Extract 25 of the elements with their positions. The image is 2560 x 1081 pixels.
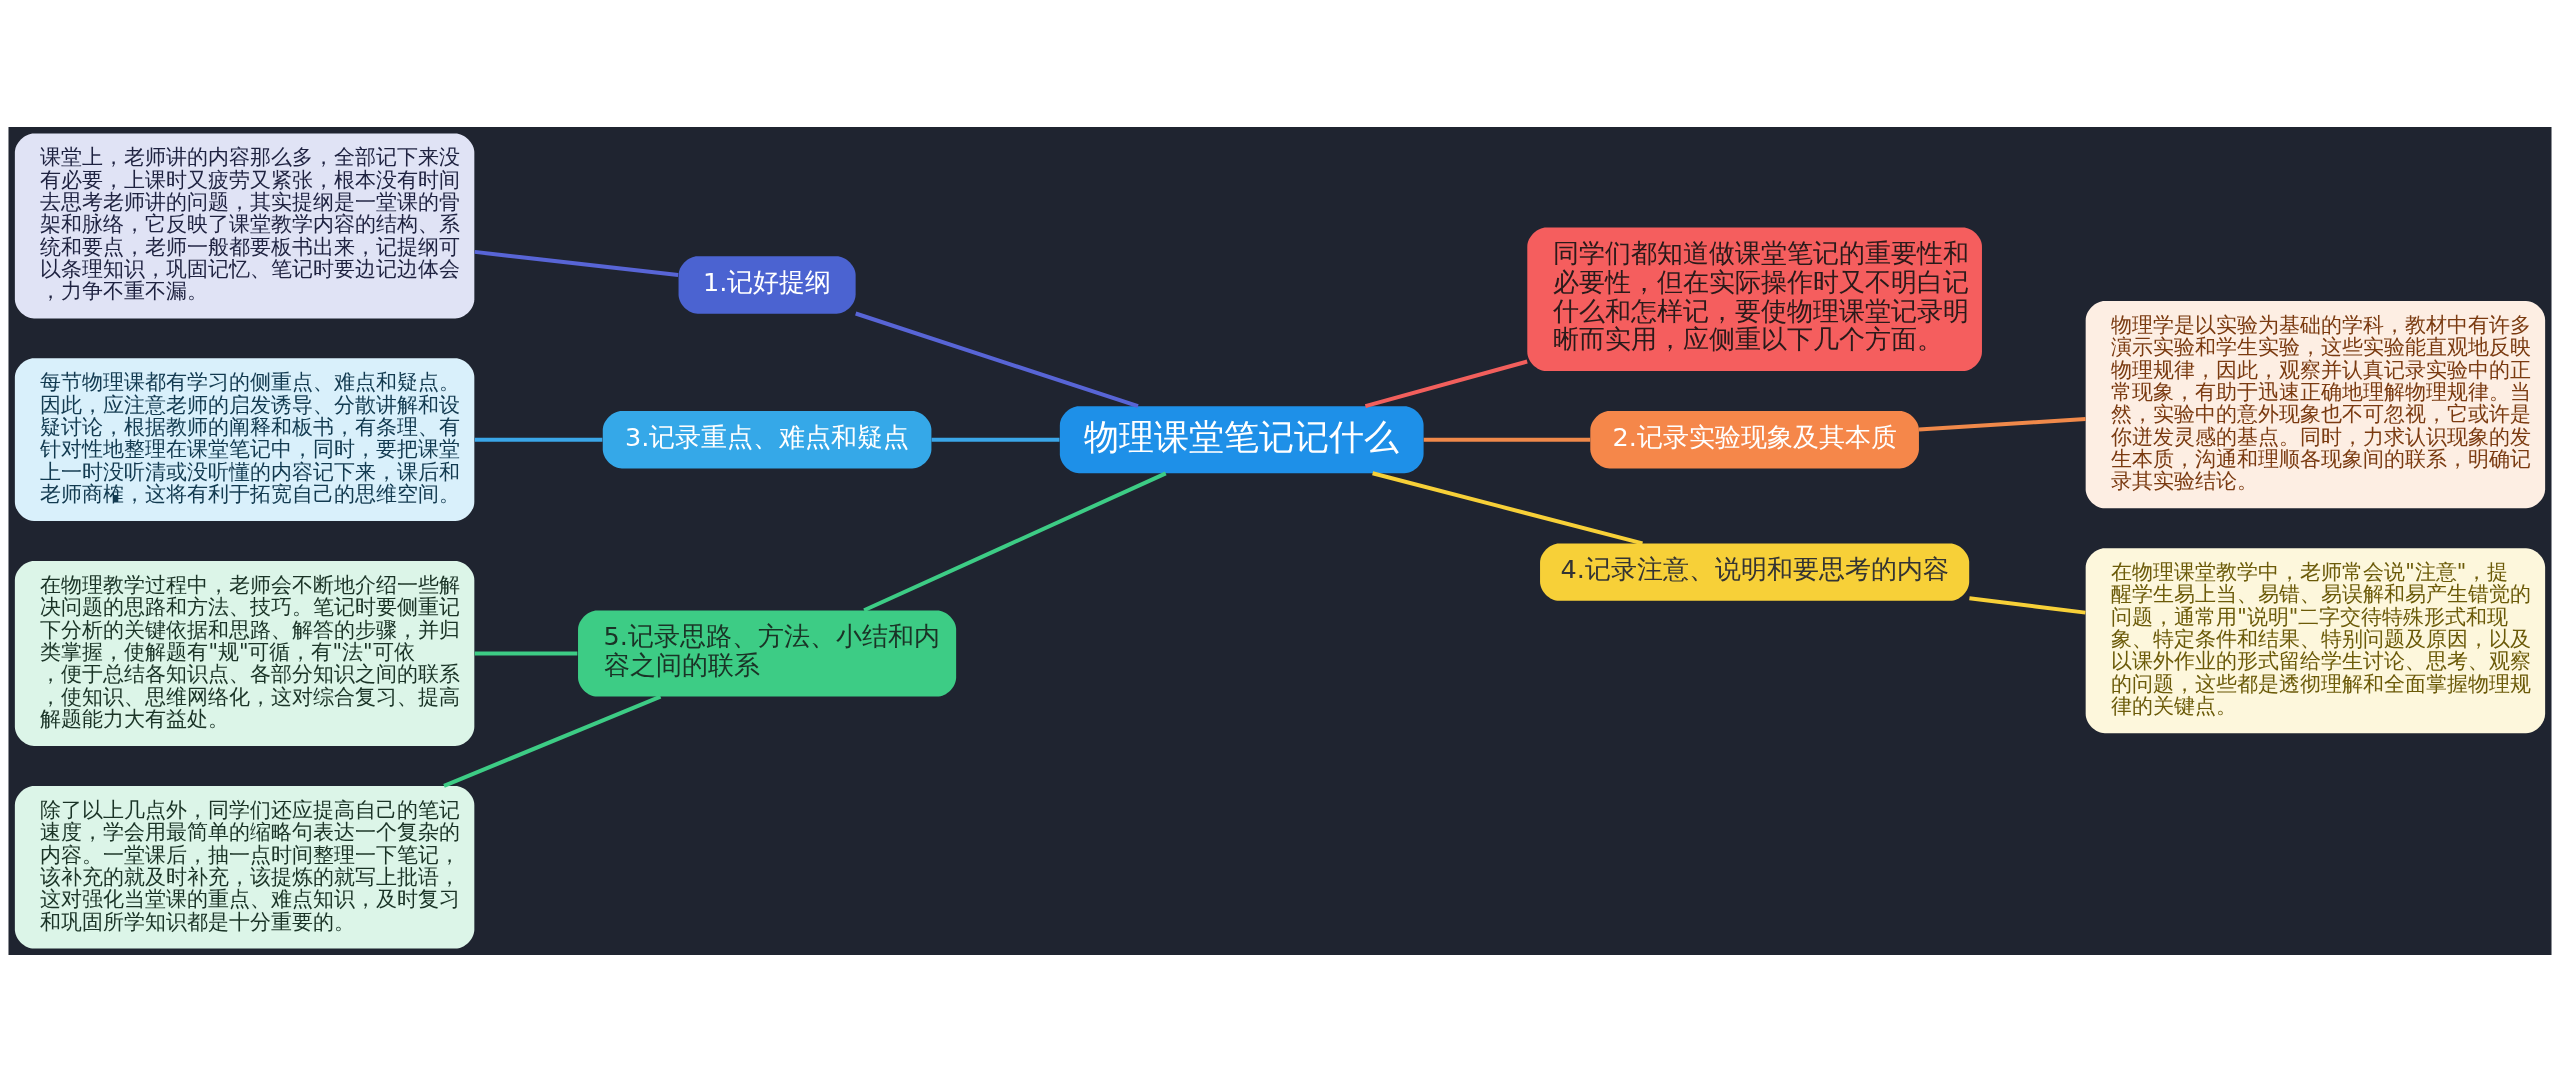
connector: [443, 694, 662, 788]
node-box: 2.记录实验现象及其本质: [1590, 410, 1919, 468]
node-box: 物理学是以实验为基础的学科，教材中有许多演示实验和学生实验，这些实验能直观地反映物理规律，因此，观察并认真记录实验中的正常现象，有助于迅速正确地理解物理规律。当然，实验中的意外现象也不可忽视，它或许是你迸发灵感的基点。同时，力求认识现象的发生本质，沟通和理顺各现象间的联系，明确记录其实验结论。: [2085, 300, 2546, 508]
connector: [863, 471, 1167, 612]
node-box: 除了以上几点外，同学们还应提高自己的笔记速度，学会用最简单的缩略句表达一个复杂的内容。一堂课后，抽一点时间整理一下笔记，该补充的就及时补充，该提炼的就写上批语，这对强化当堂课的重点、难点知识，及时复习和巩固所学知识都是十分重要的。: [14, 785, 475, 949]
connector: [1423, 437, 1591, 442]
connector: [474, 249, 679, 277]
connector: [855, 311, 1139, 408]
connector: [474, 437, 603, 442]
node-box: 每节物理课都有学习的侧重点、难点和疑点。因此，应注意老师的启发诱导、分散讲解和设疑讨论，根据教师的阐释和板书，有条理、有针对性地整理在课堂笔记中，同时，要把课堂上一时没听清或没听懂的内容记下来，课后和老师商榷，这将有利于拓宽自己的思维空间。: [14, 357, 475, 521]
node-box: 在物理教学过程中，老师会不断地介绍一些解决问题的思路和方法、技巧。笔记时要侧重记下分析的关键依据和思路、解答的步骤，并归类掌握，使解题有"规"可循，有"法"可依，便于总结各知识点、各部分知识之间的联系，使知识、思维网络化，这对综合复习、提高解题能力大有益处。: [14, 560, 475, 746]
node-box: 4.记录注意、说明和要思考的内容: [1540, 542, 1970, 601]
node-box: 同学们都知道做课堂笔记的重要性和必要性，但在实际操作时又不明白记什么和怎样记，要使物理课堂记录明晰而实用，应侧重以下几个方面。: [1527, 227, 1982, 371]
node-box: 物理课堂笔记记什么: [1059, 405, 1424, 473]
node-box: 课堂上，老师讲的内容那么多，全部记下来没有必要，上课时又疲劳又紧张，根本没有时间去思考老师讲的问题，其实提纲是一堂课的骨架和脉络，它反映了课堂教学内容的结构、系统和要点，老师一般都要板书出来，记提纲可以条理知识，巩固记忆、笔记时要边记边体会，力争不重不漏。: [14, 132, 475, 318]
connector: [1372, 470, 1643, 545]
node-box: 1.记好提纲: [678, 255, 856, 314]
node-box: 在物理课堂教学中，老师常会说"注意"，提醒学生易上当、易错、易误解和易产生错觉的问题，通常用"说明"二字交待特殊形式和现象、特定条件和结果、特别问题及原因，以及以课外作业的形式留给学生讨论、思考、观察的问题，这些都是透彻理解和全面掌握物理规律的关键点。: [2085, 547, 2546, 733]
connector: [1969, 595, 2086, 615]
connector: [1918, 416, 2086, 431]
node-box: 3.记录重点、难点和疑点: [602, 410, 932, 468]
connector: [474, 650, 578, 655]
node-box: 5.记录思路、方法、小结和内容之间的联系: [578, 609, 957, 697]
connector: [1364, 359, 1528, 408]
connector: [931, 437, 1060, 442]
